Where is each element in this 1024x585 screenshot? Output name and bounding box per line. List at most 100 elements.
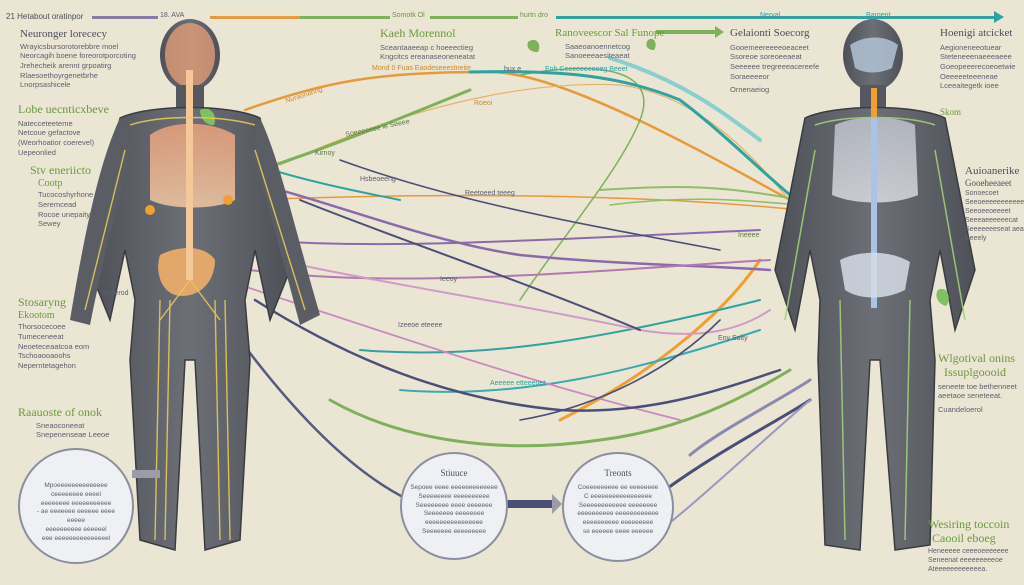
- panel-tag: Skom: [940, 106, 962, 117]
- stimulus-circle: Stiuuce Sepoee eeee eeeeeeeeeeeee Seeeee…: [400, 452, 508, 560]
- pathway-purple: [259, 229, 761, 246]
- panel-line: Seeoeeeeeeeeeeetee: [965, 199, 1024, 207]
- pathway-orange: [558, 258, 762, 422]
- left-node: [145, 205, 155, 215]
- panel-line: Sanoeeeaesiteaeat: [565, 51, 630, 61]
- panel-line: Thorsocecoee: [18, 322, 66, 332]
- panel-line: Tumeceneeat: [18, 331, 64, 341]
- pathway-teal: [468, 70, 792, 197]
- circle-title: Treonts: [604, 468, 632, 478]
- panel-line: Seneenat eeeeeeeeeoe: [928, 556, 1003, 564]
- panel-line: Natecceteeteme: [18, 118, 73, 128]
- circle-line: Seeeeeee eeeeeeeee: [422, 527, 486, 535]
- pathway-pink: [254, 254, 771, 335]
- left-face-overlay: [165, 23, 215, 87]
- circle-line: eeeeeeee eeeeeeeeeee: [40, 499, 112, 507]
- timeline-marker: 18. AVA: [160, 12, 185, 19]
- panel-line: Lceeaitegetk ioee: [940, 81, 999, 91]
- panel-line: Rlaesoethoyrgenetbrhe: [20, 70, 98, 80]
- timeline-bar-green-2: [430, 16, 518, 19]
- panel-line: Aegioneneeotuear: [940, 42, 1002, 52]
- treatment-circle: Treonts Coeeeeeeeee ee eeeeeeee C eeeeee…: [562, 452, 674, 562]
- circle-line: Sepoee eeee eeeeeeeeeeeee: [410, 484, 498, 491]
- pathway-navy: [238, 338, 422, 507]
- pathway-navy: [299, 199, 641, 331]
- timeline-marker: Bargent: [866, 12, 891, 19]
- timeline-bar-teal: [556, 16, 998, 19]
- left-body-figure: [70, 19, 320, 551]
- panel-heading: Wlgotival onins: [938, 351, 1015, 365]
- path-label: Mond 0 Fuas Eaodeseeestneite: [372, 65, 471, 72]
- panel-autonomic: Auioanerike Gooeheeaeet Sonoecoet Seeoee…: [965, 165, 1024, 244]
- panel-line: Goeopeeerecoeoetwie: [940, 61, 1016, 71]
- panel-hoenigi: Hoenigi atcicket Aegioneneeotuear Steten…: [940, 27, 1015, 117]
- connector-arrowhead: [552, 494, 562, 514]
- panel-top-right: Gelaionti Soecorg Gooemeereeeeoeaceet Ss…: [730, 27, 819, 96]
- panel-stir: Stv eneriicto Cootp Tucocoshyrhone Serem…: [30, 163, 94, 230]
- right-body-figure: [774, 19, 976, 551]
- circle-line: Coeeeeeeeee ee eeeeeeee: [577, 484, 659, 491]
- panel-line: seneete toe bethenneet: [938, 381, 1017, 391]
- panel-heading: Kaeh Morennol: [380, 26, 456, 40]
- pathway-green: [519, 67, 645, 301]
- circle-title: Stiuuce: [440, 468, 468, 478]
- circle-line: C eeeeeeeeeeeeeeeee: [584, 492, 652, 500]
- pathway-orange: [249, 194, 801, 211]
- left-thyroid-leaf: [200, 108, 216, 126]
- pathway-green: [328, 368, 792, 448]
- panel-line: Lnorpsashicele: [20, 80, 71, 90]
- panel-heading: Wesiring toccoin: [928, 517, 1010, 531]
- pathway-teal: [359, 299, 761, 354]
- panel-line: Netcoue gefactove: [18, 128, 81, 138]
- timeline-bar-purple: [92, 16, 158, 19]
- panel-stosaring: Stosaryng Ekootom Thorsocecoee Tumecenee…: [18, 295, 89, 371]
- panel-heading: Ranoveescor Sal Funope: [555, 27, 665, 39]
- panel-line: Kngcitcs ereanaseoneneatat: [380, 52, 476, 62]
- circle-line: Seeeeeeee eeeeeeeeee: [418, 492, 490, 500]
- panel-line: Rocoe unepaity: [38, 209, 91, 219]
- timeline-bar-green-1: [300, 16, 390, 19]
- circle-line: - ae eeeeeee eeeeee eeee eeeee: [36, 508, 116, 525]
- left-arm-left: [70, 118, 135, 325]
- circle-connectors: [132, 470, 562, 514]
- panel-line: Sneaoconeeat: [36, 420, 85, 430]
- panel-heading: Stosaryng: [18, 295, 66, 309]
- path-label: Izeeoe eteeee: [398, 322, 443, 329]
- panel-line: Soraeeeeor: [730, 71, 770, 81]
- panel-line: Jrehecheik arennt grpoatirg: [20, 60, 112, 70]
- panel-subheading: Gooeheeaeet: [965, 177, 1012, 188]
- panel-line: Sonoecoet: [965, 189, 999, 197]
- right-pelvis: [840, 252, 910, 298]
- panel-subheading: Caooil eboeg: [932, 530, 996, 545]
- pathway-purple: [249, 259, 771, 280]
- panel-nesting: Wesiring toccoin Caooil eboeg Heneeeee c…: [928, 517, 1010, 575]
- path-label: Eny Salty: [718, 335, 748, 342]
- path-label: Reetoeed teeeg: [465, 190, 515, 197]
- panel-subheading: Issuplgoooid: [944, 364, 1007, 379]
- left-node: [223, 195, 233, 205]
- timeline-marker: Nerval: [760, 12, 781, 19]
- circle-line: se eeeeee eeee eeeeee: [582, 527, 654, 535]
- panel-line: Sceantaaeeap c hoeeectieg: [380, 42, 473, 52]
- path-label: Kirnoy: [315, 150, 335, 157]
- pathway-lavender: [688, 378, 812, 457]
- panel-line: (Weorhoatior coerevel): [18, 138, 95, 148]
- circle-line: eeeeeeeeeeeeeeee: [425, 519, 483, 527]
- circle-line: Seeeeeeeeeeee eeeeeeee: [578, 501, 658, 509]
- panel-vegetival: Wlgotival onins Issuplgoooid seneete toe…: [938, 351, 1017, 415]
- connector-bar-middle: [505, 500, 555, 508]
- path-label: Hsbeoeeng: [360, 176, 396, 183]
- panel-line: Tschoaooaoohs: [18, 351, 71, 361]
- panel-line: Ornenaeiog: [730, 85, 770, 95]
- panel-heading: Neuronger lorececy: [20, 28, 108, 40]
- pathway-navy: [663, 398, 812, 492]
- panel-line: Tucocoshyrhone: [38, 190, 94, 200]
- circle-line: eee eeeeeeeeeeeeeeel: [41, 534, 111, 542]
- left-info-circle: Mpoeeeeeeeeeeeeee ceeeeeeee eeeel eeeeee…: [18, 448, 134, 564]
- panel-line: Sewey: [38, 219, 61, 229]
- circle-line: eeeeeeeeee eeeeeeeeeeee: [577, 510, 659, 518]
- right-spinal-top: [871, 88, 877, 118]
- panel-line: Ateeeeeeeeeeeea.: [928, 565, 988, 573]
- leaf-icon: [646, 38, 656, 50]
